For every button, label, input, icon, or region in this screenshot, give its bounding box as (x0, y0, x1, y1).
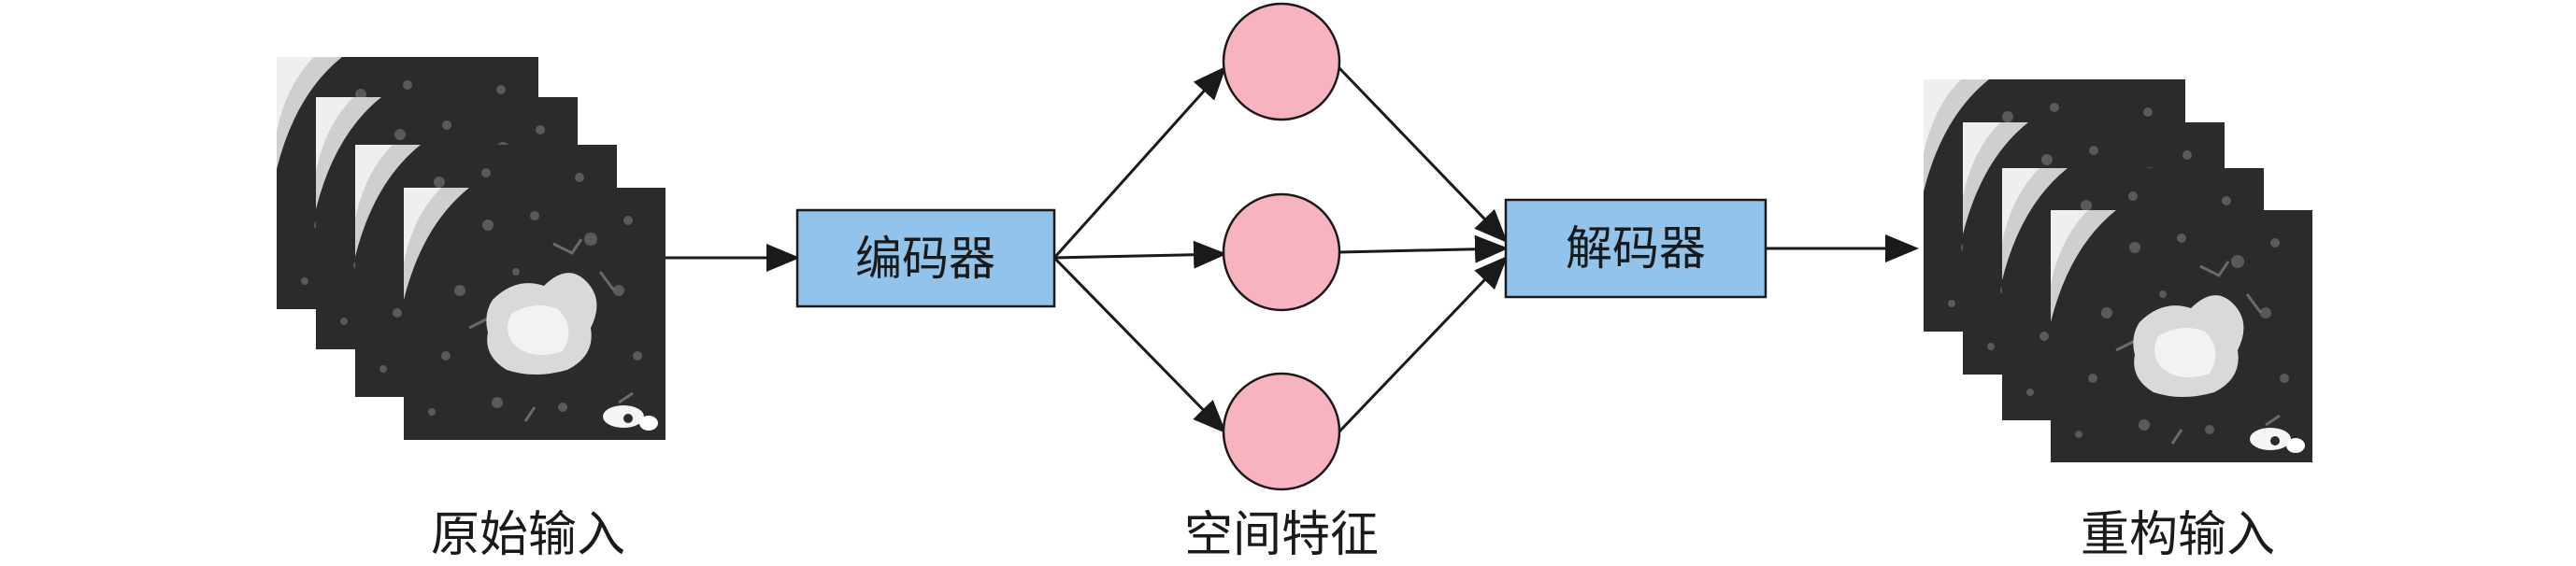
latent-node-middle (1222, 192, 1341, 312)
latent-node-top (1222, 2, 1341, 121)
input-image-stack (277, 57, 665, 440)
output-caption: 重构输入 (2081, 507, 2275, 563)
encoder-to-latent-bottom-arrow (1052, 256, 1227, 434)
latent-caption: 空间特征 (1184, 507, 1379, 563)
encoder-label: 编码器 (855, 232, 995, 286)
ct-slice-image (404, 188, 665, 440)
input-caption: 原始输入 (431, 507, 625, 563)
latent-node-bottom (1222, 372, 1341, 491)
latent-features (1222, 2, 1341, 491)
encoder-to-latent-mid-arrow (1053, 240, 1227, 269)
latent-bottom-to-decoder-arrow (1338, 255, 1509, 433)
latent-mid-to-decoder-arrow (1338, 234, 1509, 263)
output-image-stack (1924, 79, 2312, 462)
decoder-label: 解码器 (1566, 221, 1706, 276)
encoder-node: 编码器 (795, 208, 1056, 308)
decoder-node: 解码器 (1504, 198, 1767, 299)
ct-slice-image (2051, 210, 2312, 462)
encoder-to-latent-top-arrow (1052, 65, 1227, 260)
latent-top-to-decoder-arrow (1338, 66, 1509, 244)
